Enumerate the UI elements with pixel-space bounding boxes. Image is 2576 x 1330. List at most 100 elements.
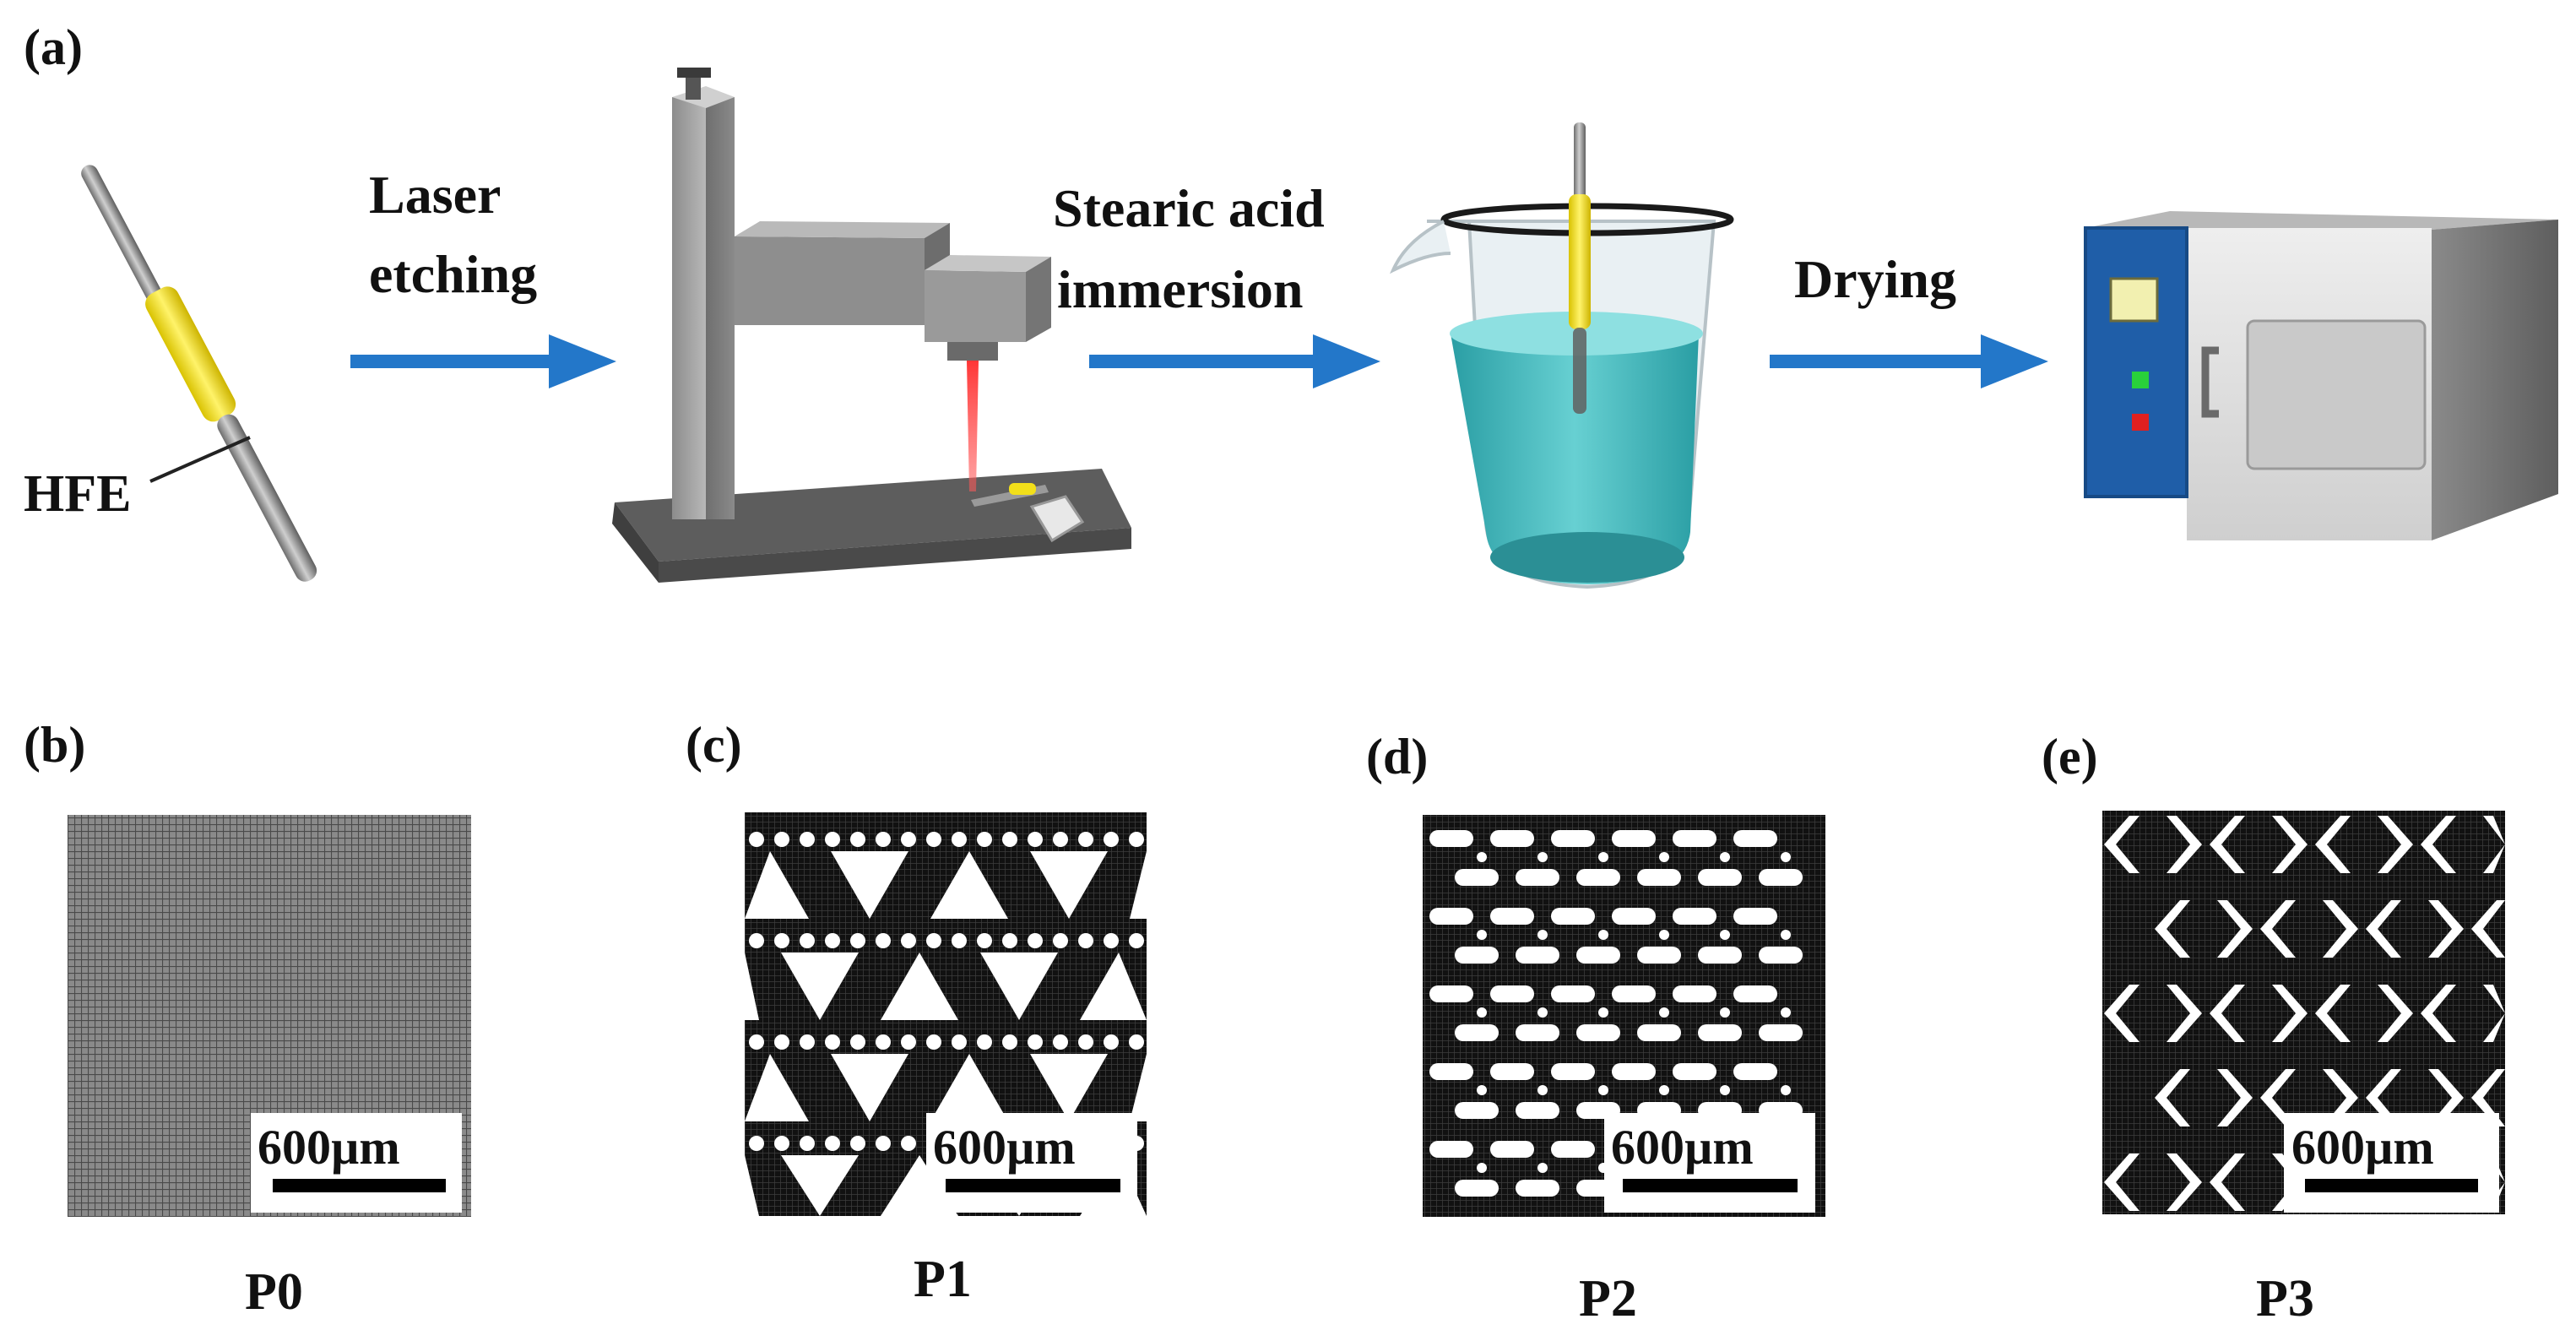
p2-dot-hole bbox=[1720, 852, 1730, 862]
p1-dot-hole bbox=[774, 832, 789, 847]
p1-triangle-hole bbox=[831, 851, 908, 919]
p2-dot-hole bbox=[1537, 852, 1548, 862]
p2-slot-hole bbox=[1551, 985, 1595, 1002]
p2-slot-hole bbox=[1490, 908, 1534, 925]
arrow-laser-etching bbox=[350, 334, 616, 388]
p1-triangle-hole bbox=[745, 1155, 759, 1216]
pattern-label-p1: P1 bbox=[914, 1251, 972, 1308]
scale-bar-label-p1: 600µm bbox=[933, 1120, 1076, 1175]
p1-dot-hole bbox=[1002, 1034, 1017, 1050]
p1-triangle-hole bbox=[1130, 851, 1147, 919]
panel-label-c: (c) bbox=[686, 717, 742, 773]
p1-dot-hole bbox=[800, 1034, 815, 1050]
beaker-with-stearic-acid bbox=[1390, 122, 1734, 589]
p2-slot-hole bbox=[1637, 947, 1681, 964]
p1-dot-hole bbox=[901, 1034, 916, 1050]
p2-dot-hole bbox=[1659, 1085, 1669, 1095]
p1-dot-hole bbox=[1078, 1034, 1093, 1050]
p1-dot-hole bbox=[901, 933, 916, 948]
p1-dot-hole bbox=[1104, 832, 1119, 847]
p1-dot-hole bbox=[774, 1034, 789, 1050]
p3-chevron-hole bbox=[2315, 816, 2351, 873]
p2-slot-hole bbox=[1576, 947, 1620, 964]
p3-chevron-hole bbox=[2155, 900, 2190, 958]
p1-triangle-hole bbox=[930, 851, 1008, 919]
arrow-drying bbox=[1770, 334, 2048, 388]
p1-dot-hole bbox=[977, 832, 992, 847]
p2-dot-hole bbox=[1477, 1085, 1487, 1095]
p1-triangle-hole bbox=[930, 1054, 1008, 1121]
p2-dot-hole bbox=[1598, 1007, 1608, 1018]
p3-chevron-hole bbox=[2471, 900, 2505, 958]
p3-chevron-hole bbox=[2421, 816, 2456, 873]
p3-chevron-hole bbox=[2217, 1069, 2253, 1126]
p3-chevron-hole bbox=[2210, 985, 2245, 1042]
p2-slot-hole bbox=[1637, 869, 1681, 886]
p1-dot-hole bbox=[825, 832, 840, 847]
drying-oven bbox=[2084, 211, 2558, 540]
p3-chevron-hole bbox=[2272, 816, 2308, 873]
p1-dot-hole bbox=[876, 933, 891, 948]
scale-bar-p1: 600µm bbox=[926, 1113, 1137, 1213]
panel-label-a: (a) bbox=[24, 19, 83, 75]
hfe-leader-line bbox=[149, 436, 251, 483]
p1-dot-hole bbox=[800, 933, 815, 948]
hfe-label: HFE bbox=[24, 465, 131, 523]
p1-dot-hole bbox=[850, 1136, 865, 1151]
p1-dot-hole bbox=[1053, 1034, 1068, 1050]
p1-triangle-hole bbox=[1030, 851, 1108, 919]
p1-dot-hole bbox=[800, 1136, 815, 1151]
p2-slot-hole bbox=[1698, 947, 1742, 964]
hfe-electrode bbox=[81, 165, 317, 582]
p1-dot-hole bbox=[876, 1034, 891, 1050]
p1-dot-hole bbox=[749, 832, 764, 847]
p2-slot-hole bbox=[1551, 908, 1595, 925]
p1-dot-hole bbox=[1053, 933, 1068, 948]
p2-slot-hole bbox=[1759, 1024, 1803, 1041]
p2-slot-hole bbox=[1698, 1024, 1742, 1041]
p1-dot-hole bbox=[926, 1034, 941, 1050]
p3-chevron-hole bbox=[2323, 900, 2358, 958]
p1-triangle-hole bbox=[745, 953, 759, 1020]
p2-dot-hole bbox=[1781, 930, 1791, 940]
p3-chevron-hole bbox=[2378, 985, 2413, 1042]
p2-slot-hole bbox=[1490, 1063, 1534, 1080]
p2-dot-hole bbox=[1598, 852, 1608, 862]
p2-dot-hole bbox=[1720, 1085, 1730, 1095]
p1-dot-hole bbox=[977, 1034, 992, 1050]
p3-chevron-hole bbox=[2155, 1069, 2190, 1126]
p2-slot-hole bbox=[1733, 908, 1777, 925]
p3-chevron-hole bbox=[2167, 1154, 2202, 1211]
scale-bar-p2: 600µm bbox=[1604, 1113, 1815, 1213]
p2-dot-hole bbox=[1477, 1007, 1487, 1018]
step1-label-line2: etching bbox=[369, 244, 537, 304]
p2-dot-hole bbox=[1659, 852, 1669, 862]
p1-dot-hole bbox=[1028, 933, 1043, 948]
p2-dot-hole bbox=[1720, 930, 1730, 940]
panel-label-b: (b) bbox=[24, 717, 85, 773]
p1-dot-hole bbox=[749, 1034, 764, 1050]
p3-chevron-hole bbox=[2315, 985, 2351, 1042]
p1-dot-hole bbox=[901, 1136, 916, 1151]
p1-triangle-hole bbox=[980, 953, 1058, 1020]
p2-slot-hole bbox=[1733, 830, 1777, 847]
p1-triangle-hole bbox=[881, 953, 958, 1020]
p2-slot-hole bbox=[1490, 985, 1534, 1002]
p2-slot-hole bbox=[1429, 985, 1473, 1002]
p1-dot-hole bbox=[876, 1136, 891, 1151]
p2-slot-hole bbox=[1516, 1102, 1559, 1119]
scale-bar-p0: 600µm bbox=[251, 1113, 462, 1213]
p1-dot-hole bbox=[1129, 933, 1144, 948]
p2-slot-hole bbox=[1516, 1180, 1559, 1197]
p1-dot-hole bbox=[876, 832, 891, 847]
p2-slot-hole bbox=[1759, 869, 1803, 886]
step2-label-line2: immersion bbox=[1057, 259, 1304, 319]
step2-label-line1: Stearic acid bbox=[1053, 178, 1325, 238]
p1-dot-hole bbox=[800, 832, 815, 847]
p1-triangle-hole bbox=[831, 1054, 908, 1121]
p1-dot-hole bbox=[1028, 832, 1043, 847]
scale-bar-label-p3: 600µm bbox=[2291, 1120, 2434, 1175]
p1-dot-hole bbox=[825, 1034, 840, 1050]
p2-dot-hole bbox=[1781, 852, 1791, 862]
p1-dot-hole bbox=[926, 832, 941, 847]
